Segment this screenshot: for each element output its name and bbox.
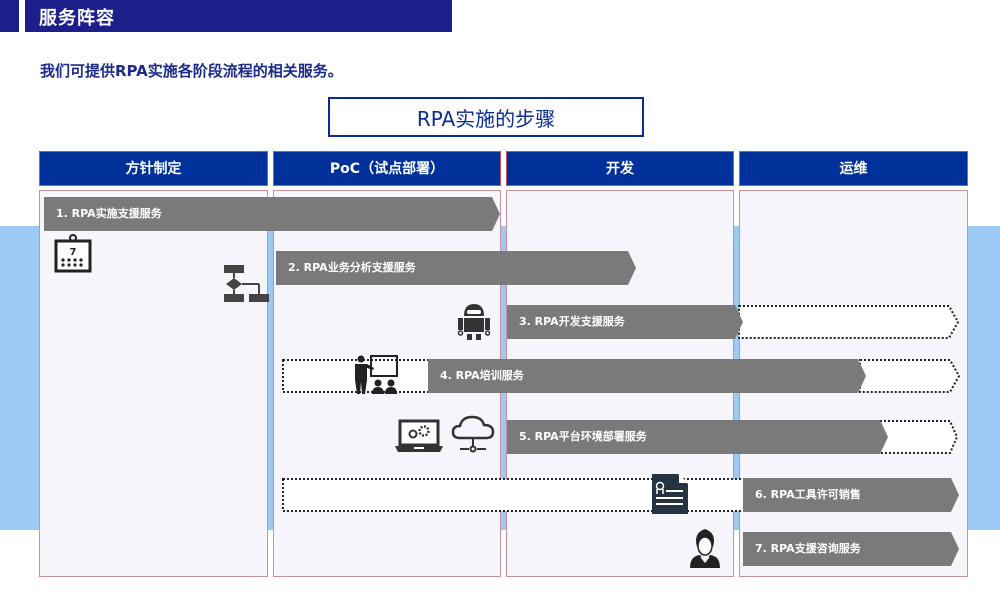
section-header: 服务阵容 [25, 0, 452, 32]
service-label-5: 5. RPA平台环境部署服务 [519, 430, 647, 443]
phase-header-2: PoC（试点部署） [273, 151, 501, 186]
service-label-7: 7. RPA支援咨询服务 [755, 542, 861, 555]
robot-icon [456, 302, 492, 344]
laptop-settings-icon [394, 418, 444, 454]
phase-header-3: 开发 [506, 151, 734, 186]
service-label-6: 6. RPA工具许可销售 [755, 488, 861, 501]
service-arrow-2: 2. RPA业务分析支援服务 [276, 251, 636, 285]
phase-header-4: 运维 [739, 151, 968, 186]
service-arrow-1: 1. RPA实施支援服务 [44, 197, 500, 231]
service-label-4: 4. RPA培训服务 [440, 369, 524, 382]
flowchart-icon [222, 264, 270, 304]
phase-header-1: 方针制定 [39, 151, 268, 186]
service-label-2: 2. RPA业务分析支援服务 [288, 261, 416, 274]
service-arrow-4: 4. RPA培训服务 [428, 359, 866, 393]
service-arrow-5: 5. RPA平台环境部署服务 [507, 420, 888, 454]
service-3-dotted-extension [738, 305, 960, 339]
svg-text:7: 7 [70, 247, 77, 258]
section-title: 服务阵容 [39, 8, 115, 29]
service-5-dotted-extension [879, 420, 959, 454]
service-arrow-6: 6. RPA工具许可销售 [743, 478, 959, 512]
service-4-dotted-tip [859, 359, 961, 393]
calendar-icon: 7 [54, 233, 92, 273]
service-arrow-7: 7. RPA支援咨询服务 [743, 532, 959, 566]
support-agent-icon [688, 527, 722, 569]
section-accent-bar [0, 0, 19, 32]
service-label-1: 1. RPA实施支援服务 [56, 207, 162, 220]
presenter-icon [352, 354, 400, 396]
certificate-document-icon [651, 473, 689, 515]
intro-text: 我们可提供RPA实施各阶段流程的相关服务。 [40, 62, 343, 80]
diagram-title: RPA实施的步骤 [328, 97, 644, 137]
service-label-3: 3. RPA开发支援服务 [519, 315, 625, 328]
cloud-network-icon [450, 414, 496, 456]
service-arrow-3: 3. RPA开发支援服务 [507, 305, 743, 339]
